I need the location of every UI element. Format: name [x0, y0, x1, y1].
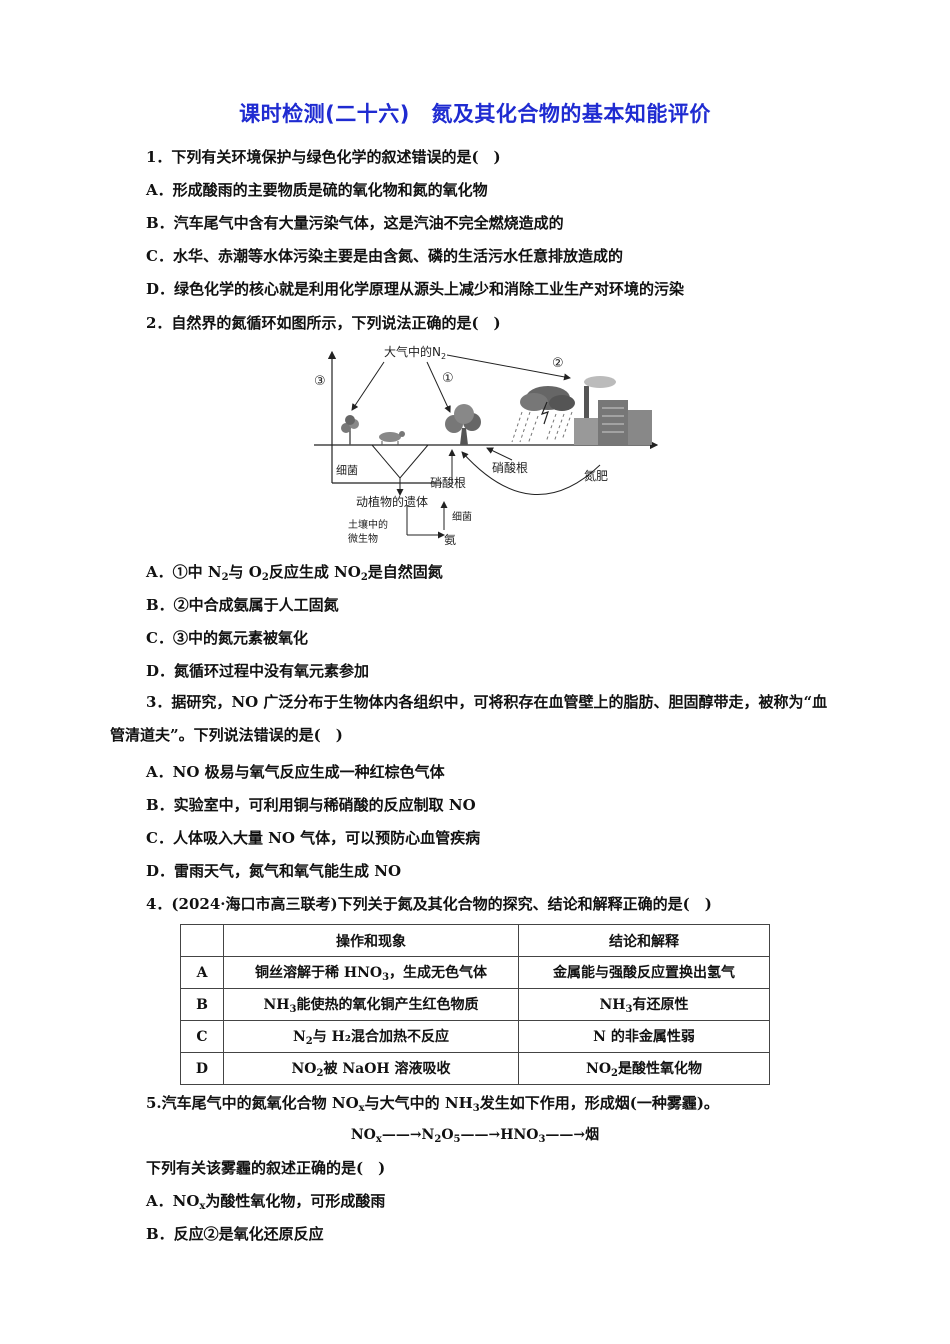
row-operation: NO2被 NaOH 溶液吸收 [223, 1052, 519, 1085]
q5-reaction-equation: NOx——→N2O5——→HNO3——→烟 [350, 1127, 600, 1145]
q1-option-b: B．汽车尾气中含有大量污染气体，这是汽油不完全燃烧造成的 [146, 214, 564, 232]
q2-option-c: C．③中的氮元素被氧化 [146, 629, 308, 647]
row-key: A [180, 956, 224, 989]
ammonia-label: 氨 [444, 533, 456, 547]
remains-label: 动植物的遗体 [356, 494, 428, 509]
cattle-icon [379, 431, 405, 445]
row-conclusion: 金属能与强酸反应置换出氢气 [518, 956, 770, 989]
q4-stem: 4．(2024·海口市高三联考)下列关于氮及其化合物的探究、结论和解释正确的是(… [146, 895, 712, 913]
marker-2: ② [552, 356, 564, 371]
nitrate-label-1: 硝酸根 [430, 475, 466, 490]
atmospheric-n2-label: 大气中的N2 [384, 344, 446, 361]
row-key: B [180, 988, 224, 1021]
q3-stem: 3．据研究，NO 广泛分布于生物体内各组织中，可将积存在血管壁上的脂肪、胆固醇带… [110, 693, 828, 744]
row-conclusion: NH3有还原性 [518, 988, 770, 1021]
page-title: 课时检测(二十六) 氮及其化合物的基本知能评价 [239, 102, 711, 126]
table-header-key [180, 924, 224, 957]
row-operation: NH3能使热的氧化铜产生红色物质 [223, 988, 519, 1021]
table-header-conclusion: 结论和解释 [518, 924, 770, 957]
nitrate-label-2: 硝酸根 [492, 460, 528, 475]
q3-option-b: B．实验室中，可利用铜与稀硝酸的反应制取 NO [146, 796, 476, 814]
row-key: C [180, 1020, 224, 1053]
q5-ask: 下列有关该雾霾的叙述正确的是( ) [146, 1159, 386, 1177]
row-conclusion: NO2是酸性氧化物 [518, 1052, 770, 1085]
shrub-icon [341, 415, 359, 445]
q5-option-a: A．NOx为酸性氧化物，可形成酸雨 [146, 1192, 386, 1212]
soil-microbes-label-2: 微生物 [348, 532, 378, 545]
thundercloud-icon [511, 386, 575, 445]
q3-option-a: A．NO 极易与氧气反应生成一种红棕色气体 [146, 763, 445, 781]
q2-stem: 2．自然界的氮循环如图所示，下列说法正确的是( ) [146, 314, 501, 332]
row-operation: 铜丝溶解于稀 HNO3，生成无色气体 [223, 956, 519, 989]
bacteria-label-1: 细菌 [336, 464, 358, 477]
row-operation: N2与 H₂混合加热不反应 [223, 1020, 519, 1053]
tree-icon [445, 404, 481, 445]
nitrogen-cycle-diagram: 大气中的N2 ① ② ③ [314, 344, 659, 547]
row-key: D [180, 1052, 224, 1085]
marker-1: ① [442, 371, 454, 386]
q3-option-d: D．雷雨天气，氮气和氧气能生成 NO [146, 862, 402, 880]
table-header-operation: 操作和现象 [223, 924, 519, 957]
q2-option-a: A．①中 N2与 O2反应生成 NO2是自然固氮 [146, 563, 443, 583]
soil-microbes-label-1: 土壤中的 [348, 518, 388, 531]
q1-stem: 1．下列有关环境保护与绿色化学的叙述错误的是( ) [146, 148, 501, 166]
q1-option-a: A．形成酸雨的主要物质是硫的氧化物和氮的氧化物 [146, 181, 488, 199]
q3-option-c: C．人体吸入大量 NO 气体，可以预防心血管疾病 [146, 829, 481, 847]
row-conclusion: N 的非金属性弱 [518, 1020, 770, 1053]
bacteria-label-2: 细菌 [452, 510, 472, 523]
factory-icon [574, 376, 652, 445]
q5-option-b: B．反应②是氧化还原反应 [146, 1225, 324, 1243]
table-header-row: 操作和现象 结论和解释 [180, 924, 770, 957]
q2-option-d: D．氮循环过程中没有氧元素参加 [146, 662, 370, 680]
fertilizer-label: 氮肥 [584, 468, 608, 483]
q2-option-b: B．②中合成氨属于人工固氮 [146, 596, 339, 614]
q5-stem: 5.汽车尾气中的氮氧化合物 NOx与大气中的 NH3发生如下作用，形成烟(一种雾… [146, 1094, 719, 1114]
marker-3: ③ [314, 374, 326, 389]
q1-option-d: D．绿色化学的核心就是利用化学原理从源头上减少和消除工业生产对环境的污染 [146, 280, 685, 298]
q1-option-c: C．水华、赤潮等水体污染主要是由含氮、磷的生活污水任意排放造成的 [146, 247, 623, 265]
